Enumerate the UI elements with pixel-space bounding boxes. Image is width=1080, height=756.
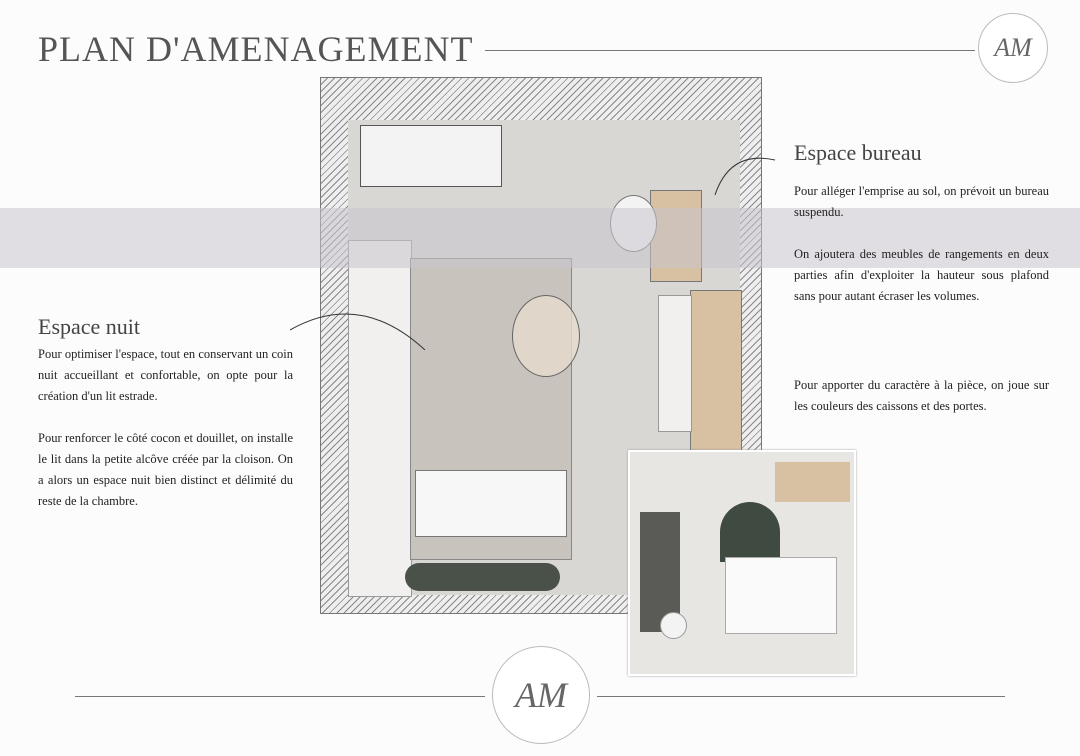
storage-cabinet bbox=[690, 290, 742, 452]
bureau-paragraph-2: On ajoutera des meubles de rangements en… bbox=[794, 247, 1049, 303]
logo-text: AM bbox=[994, 33, 1032, 62]
logo-bottom: AM bbox=[492, 646, 590, 744]
rug bbox=[405, 563, 560, 591]
arrow-nuit-icon bbox=[290, 313, 426, 350]
bureau-paragraph-3: Pour apporter du caractère à la pièce, o… bbox=[794, 378, 1049, 413]
header-divider bbox=[485, 50, 975, 51]
bureau-paragraph-1: Pour alléger l'emprise au sol, on prévoi… bbox=[794, 184, 1049, 219]
footer-divider-left bbox=[75, 696, 485, 697]
highlight-band bbox=[0, 208, 1080, 268]
pillows bbox=[415, 470, 567, 537]
logo-text: AM bbox=[515, 675, 567, 715]
ceiling-lamp bbox=[512, 295, 580, 377]
nuit-heading: Espace nuit bbox=[38, 314, 141, 339]
logo-top: AM bbox=[978, 13, 1048, 83]
chair bbox=[660, 612, 687, 639]
headboard-arch bbox=[720, 502, 780, 562]
nuit-paragraph-2: Pour renforcer le côté cocon et douillet… bbox=[38, 431, 293, 508]
storage-low bbox=[658, 295, 692, 432]
arrow-bureau-icon bbox=[714, 157, 776, 196]
page-title: PLAN D'AMENAGEMENT bbox=[38, 29, 474, 69]
nuit-paragraph-1: Pour optimiser l'espace, tout en conserv… bbox=[38, 347, 293, 403]
wall-cabinets bbox=[775, 462, 850, 502]
footer-divider-right bbox=[597, 696, 1005, 697]
bed-platform bbox=[725, 557, 837, 634]
window-curtain bbox=[360, 125, 502, 187]
annotation-arrows bbox=[290, 157, 776, 350]
perspective-render bbox=[628, 450, 856, 676]
bureau-heading: Espace bureau bbox=[794, 140, 922, 165]
